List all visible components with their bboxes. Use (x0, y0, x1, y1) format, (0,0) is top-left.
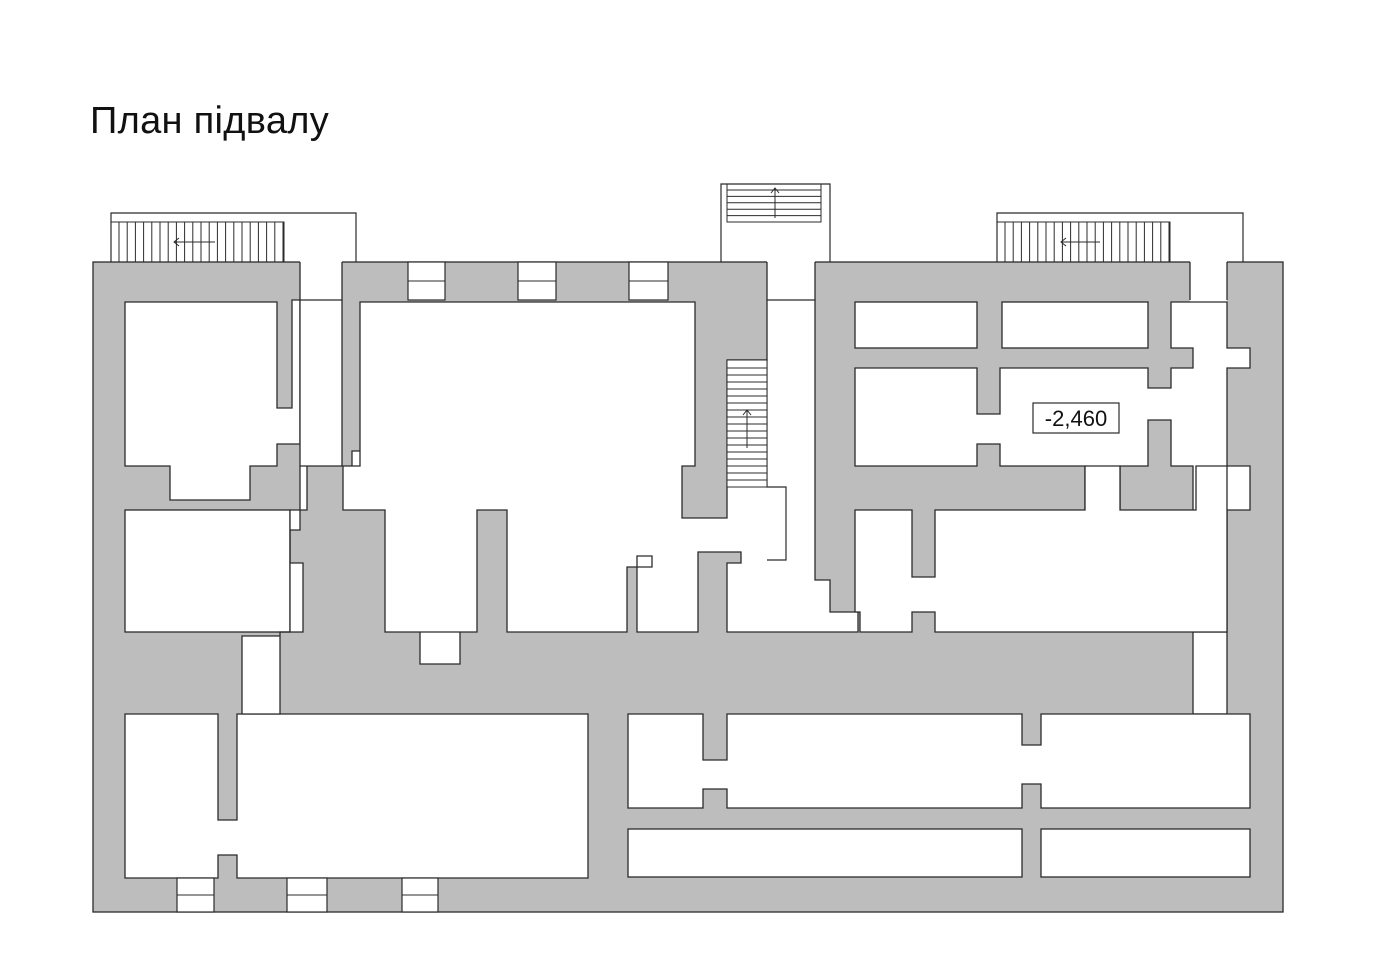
windows (176, 261, 669, 913)
stair-arrow-left-icon (173, 237, 215, 247)
room-right-top-1 (854, 301, 978, 349)
stair-exterior-center (720, 183, 831, 262)
stair-exterior-right (996, 212, 1244, 263)
room-left-middle (124, 509, 291, 633)
plan-title: План підвалу (90, 100, 330, 142)
entrance-gap-center (767, 258, 815, 304)
stair-arrow-up-icon (770, 187, 780, 218)
room-bottom-strip-1 (627, 828, 1023, 878)
stair-interior (726, 359, 787, 561)
corridor-left (241, 299, 343, 715)
room-left-bottom (124, 713, 589, 879)
stair-exterior-left (110, 212, 357, 263)
room-bottom-right-large (627, 713, 1251, 809)
entrance-gap-right (1190, 258, 1227, 304)
stair-arrow-up-icon (742, 409, 752, 448)
room-left-top (124, 299, 301, 501)
rooms (124, 299, 1251, 879)
room-right-lower (854, 465, 1228, 633)
entrance-gap-left (300, 260, 342, 304)
level-mark: -2,460 (1032, 402, 1120, 434)
stair-arrow-left-icon (1060, 237, 1100, 247)
room-bottom-strip-2 (1040, 828, 1251, 878)
room-top-center (342, 299, 859, 665)
level-mark-text: -2,460 (1045, 406, 1107, 431)
room-right-top-2 (1001, 301, 1149, 349)
